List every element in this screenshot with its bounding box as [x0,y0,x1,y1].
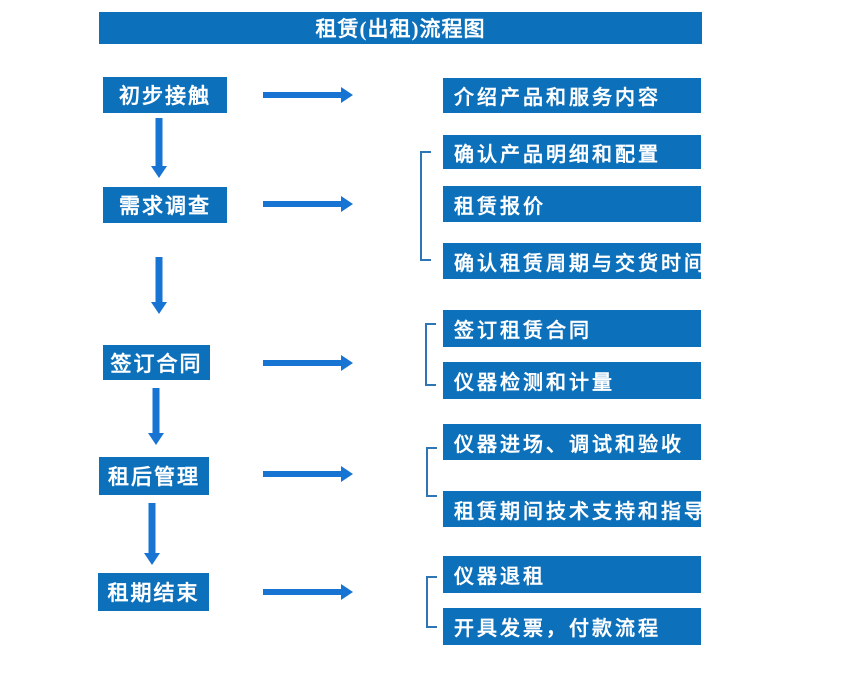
down-arrow-4 [144,503,160,565]
detail-box-confirm-product-details-config: 确认产品明细和配置 [443,135,701,169]
bracket-group-sign-contract [425,323,436,386]
stage-box-demand-survey: 需求调查 [103,187,227,223]
bracket-group-lease-end [426,576,437,628]
bracket-group-demand-survey [420,151,431,261]
detail-box-instrument-return: 仪器退租 [443,556,701,593]
stage-box-initial-contact: 初步接触 [103,77,227,113]
stage-box-lease-end: 租期结束 [98,573,209,611]
detail-box-instrument-entry-debug-acceptance: 仪器进场、调试和验收 [443,424,701,460]
detail-box-introduce-products-services: 介绍产品和服务内容 [443,78,701,113]
detail-box-confirm-period-delivery: 确认租赁周期与交货时间 [443,243,704,279]
detail-box-sign-rental-contract: 签订租赁合同 [443,310,701,347]
stage-box-post-rental-management: 租后管理 [99,457,209,495]
right-arrow-5 [263,584,353,600]
right-arrow-1 [263,87,353,103]
right-arrow-2 [263,196,353,212]
right-arrow-3 [263,355,353,371]
detail-box-instrument-testing-metering: 仪器检测和计量 [443,362,701,399]
detail-box-invoice-payment-process: 开具发票，付款流程 [443,608,701,645]
stage-box-sign-contract: 签订合同 [103,345,210,380]
detail-box-rental-quotation: 租赁报价 [443,186,701,222]
right-arrow-4 [263,466,353,482]
flowchart-title: 租赁(出租)流程图 [99,12,702,44]
down-arrow-1 [151,118,167,178]
bracket-group-post-rental [426,447,437,497]
down-arrow-2 [151,257,167,314]
detail-box-technical-support-guidance: 租赁期间技术支持和指导 [443,491,704,527]
down-arrow-3 [148,388,164,445]
